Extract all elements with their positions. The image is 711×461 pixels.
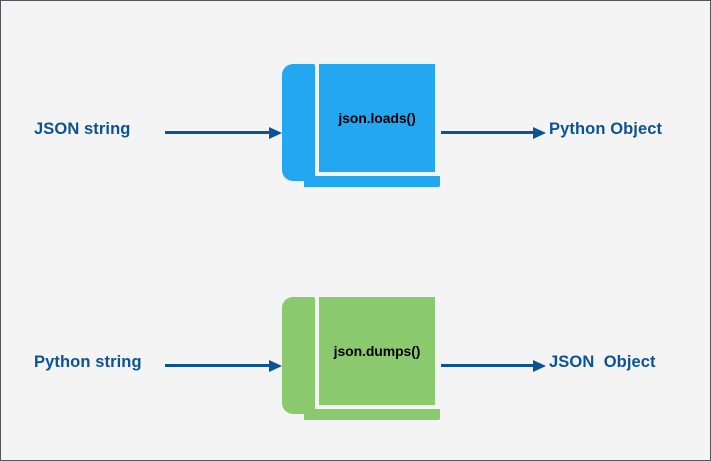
target-label-json-object: JSON Object [549, 353, 656, 371]
arrow-head-icon [533, 127, 546, 139]
method-label-json-loads: json.loads() [338, 110, 416, 126]
target-label-python-object: Python Object [549, 120, 663, 138]
arrow-method-to-target-1 [441, 127, 546, 139]
arrow-source-to-method-1 [165, 127, 282, 139]
book-pages [319, 64, 435, 172]
arrow-shaft [441, 131, 533, 134]
source-label-json-string: JSON string [34, 120, 131, 138]
arrow-head-icon [269, 127, 282, 139]
arrow-shaft [165, 131, 269, 134]
arrow-head-icon [269, 360, 282, 372]
arrow-shaft [441, 364, 533, 367]
flow-row-serialize: Python string json.dumps() JSON Object [1, 292, 710, 432]
arrow-source-to-method-2 [165, 360, 282, 372]
book-icon-dumps: json.dumps() [282, 292, 440, 422]
flow-row-deserialize: JSON string json.loads() Python Object [1, 59, 710, 199]
source-label-python-string: Python string [34, 353, 142, 371]
book-spine-notch [294, 404, 310, 414]
book-icon-loads: json.loads() [282, 59, 440, 189]
book-spine-notch [294, 171, 310, 181]
book-spine [282, 64, 315, 181]
book-pages [319, 297, 435, 405]
arrow-head-icon [533, 360, 546, 372]
arrow-method-to-target-2 [441, 360, 546, 372]
method-label-json-dumps: json.dumps() [333, 343, 421, 359]
book-bottom-edge [304, 409, 440, 420]
book-bottom-edge [304, 176, 440, 187]
book-spine [282, 297, 315, 414]
arrow-shaft [165, 364, 269, 367]
